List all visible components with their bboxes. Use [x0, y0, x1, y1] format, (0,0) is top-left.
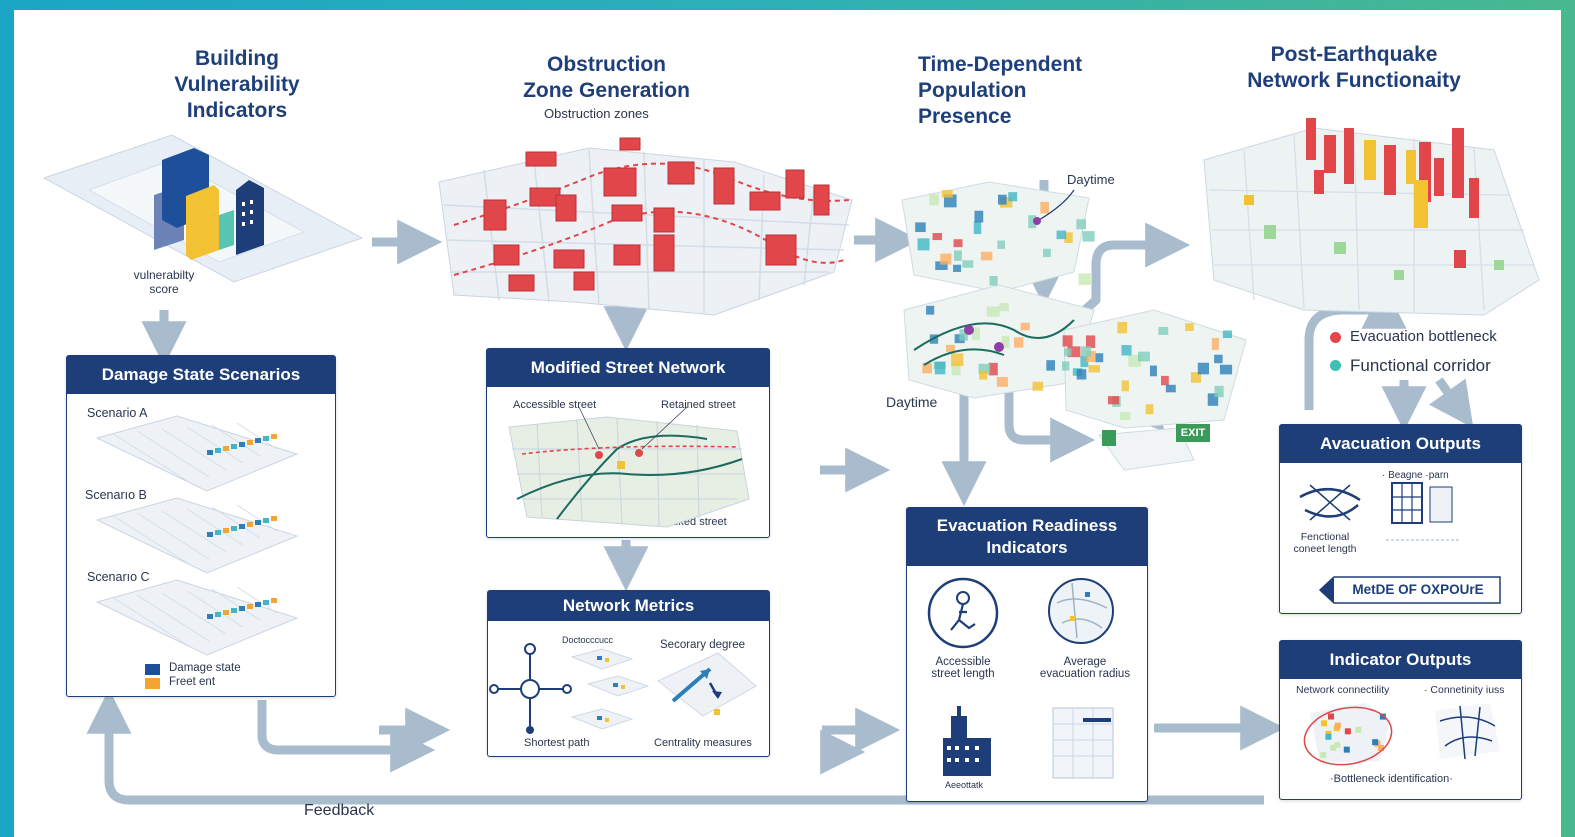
daytime-label-top: Daytime	[1067, 172, 1115, 187]
stage-title-functionality: Post-Earthquake Network Functionaity	[1247, 43, 1461, 92]
network-connectility-label: Network connectility	[1296, 684, 1390, 696]
avacuation-outputs-box: Avacuation Outputs · Beagne ·parn Fencti…	[1279, 424, 1522, 614]
indicator-outputs-box: Indicator Outputs Network connectility ·…	[1279, 640, 1522, 800]
daytime-label-bottom: Daytime	[886, 394, 938, 410]
diagram-canvas: Building Vulnerability Indicators vulner…	[14, 10, 1561, 837]
arrow-population-to-functionality	[1070, 222, 1191, 324]
evacuation-readiness-box-title: Evacuation Readiness Indicators	[907, 508, 1147, 566]
exit-sign: EXIT	[1180, 427, 1206, 439]
connetinity-label: · Connetinity iuss	[1424, 684, 1505, 696]
network-metrics-box: Network Metrics Doctocccucc Secorary deg…	[487, 590, 770, 757]
modified-street-box-title: Modified Street Network	[487, 349, 769, 387]
legend-dot-bottleneck	[1330, 332, 1341, 343]
modified-street-box: Modified Street Network Accessible stree…	[486, 348, 770, 538]
legend-label-bottleneck: Evacuation bottleneck	[1350, 328, 1497, 345]
readiness-icons	[927, 577, 1114, 779]
centrality-label: Centrality measures	[654, 737, 752, 749]
avacuation-illustration	[1299, 482, 1501, 604]
vulnerability-score-label: vulnerabilty score	[133, 268, 195, 296]
accessible-street-length-label: Accessible street length	[931, 656, 995, 680]
arrow-population-exit	[1004, 385, 1096, 463]
damage-legend-label: Damage state	[169, 662, 241, 674]
arrow-exit-path	[1095, 356, 1165, 432]
metrics-top-label: Doctocccucc	[562, 635, 614, 645]
damage-state-box-title: Damage State Scenarios	[67, 356, 335, 394]
damage-state-box: Damage State Scenarios Scenario A Scenar…	[66, 355, 336, 697]
avacuation-banner: MetDE OF OXPOUrE	[1352, 582, 1484, 597]
legend-label-corridor: Functional corridor	[1350, 356, 1491, 375]
shortest-path-label: Shortest path	[524, 737, 590, 749]
scenario-maps	[95, 415, 299, 689]
evacuation-readiness-box: Evacuation Readiness Indicators Accessib…	[906, 507, 1148, 802]
scenario-b-label: Scenarıo B	[85, 488, 147, 502]
street-network-map	[508, 406, 750, 528]
retained-street-label: Retained street	[661, 399, 736, 411]
indicator-illustration	[1303, 703, 1500, 766]
average-radius-label: Average evacuation radius	[1039, 656, 1131, 680]
freet-legend-label: Freet ent	[169, 676, 216, 688]
arrow-functionality-down-2	[1428, 377, 1474, 429]
obstruction-zones-label: Obstruction zones	[544, 106, 649, 121]
stage-title-population: Time-Dependent Population Presence	[918, 53, 1083, 128]
stage-title-vulnerability: Building Vulnerability Indicators	[174, 47, 300, 122]
metrics-illustration	[489, 643, 757, 734]
accessible-street-label: Accessible street	[513, 399, 597, 411]
scenario-c-label: Scenarıo C	[87, 570, 150, 584]
legend-dot-corridor	[1330, 360, 1341, 371]
secondary-degree-label: Secorary degree	[660, 639, 746, 651]
feedback-label: Feedback	[304, 802, 375, 819]
bottleneck-identification-label: ·Bottleneck identification·	[1330, 773, 1453, 785]
scenario-a-label: Scenario A	[87, 406, 148, 420]
avacuation-outputs-box-title: Avacuation Outputs	[1280, 425, 1521, 463]
functional-length-label: Fenctional coneet length	[1293, 531, 1357, 555]
network-metrics-box-title: Network Metrics	[488, 591, 769, 621]
arrow-functionality-up	[1304, 283, 1407, 410]
arrow-damage-bottom-out	[257, 700, 436, 773]
indicator-outputs-box-title: Indicator Outputs	[1280, 641, 1521, 679]
stage-title-obstruction: Obstruction Zone Generation	[523, 53, 690, 102]
avacuation-top-label: · Beagne ·parn	[1382, 470, 1449, 481]
arrow-feedback-up	[86, 688, 1264, 805]
readiness-bottom-label: Aeeottatk	[945, 780, 984, 790]
